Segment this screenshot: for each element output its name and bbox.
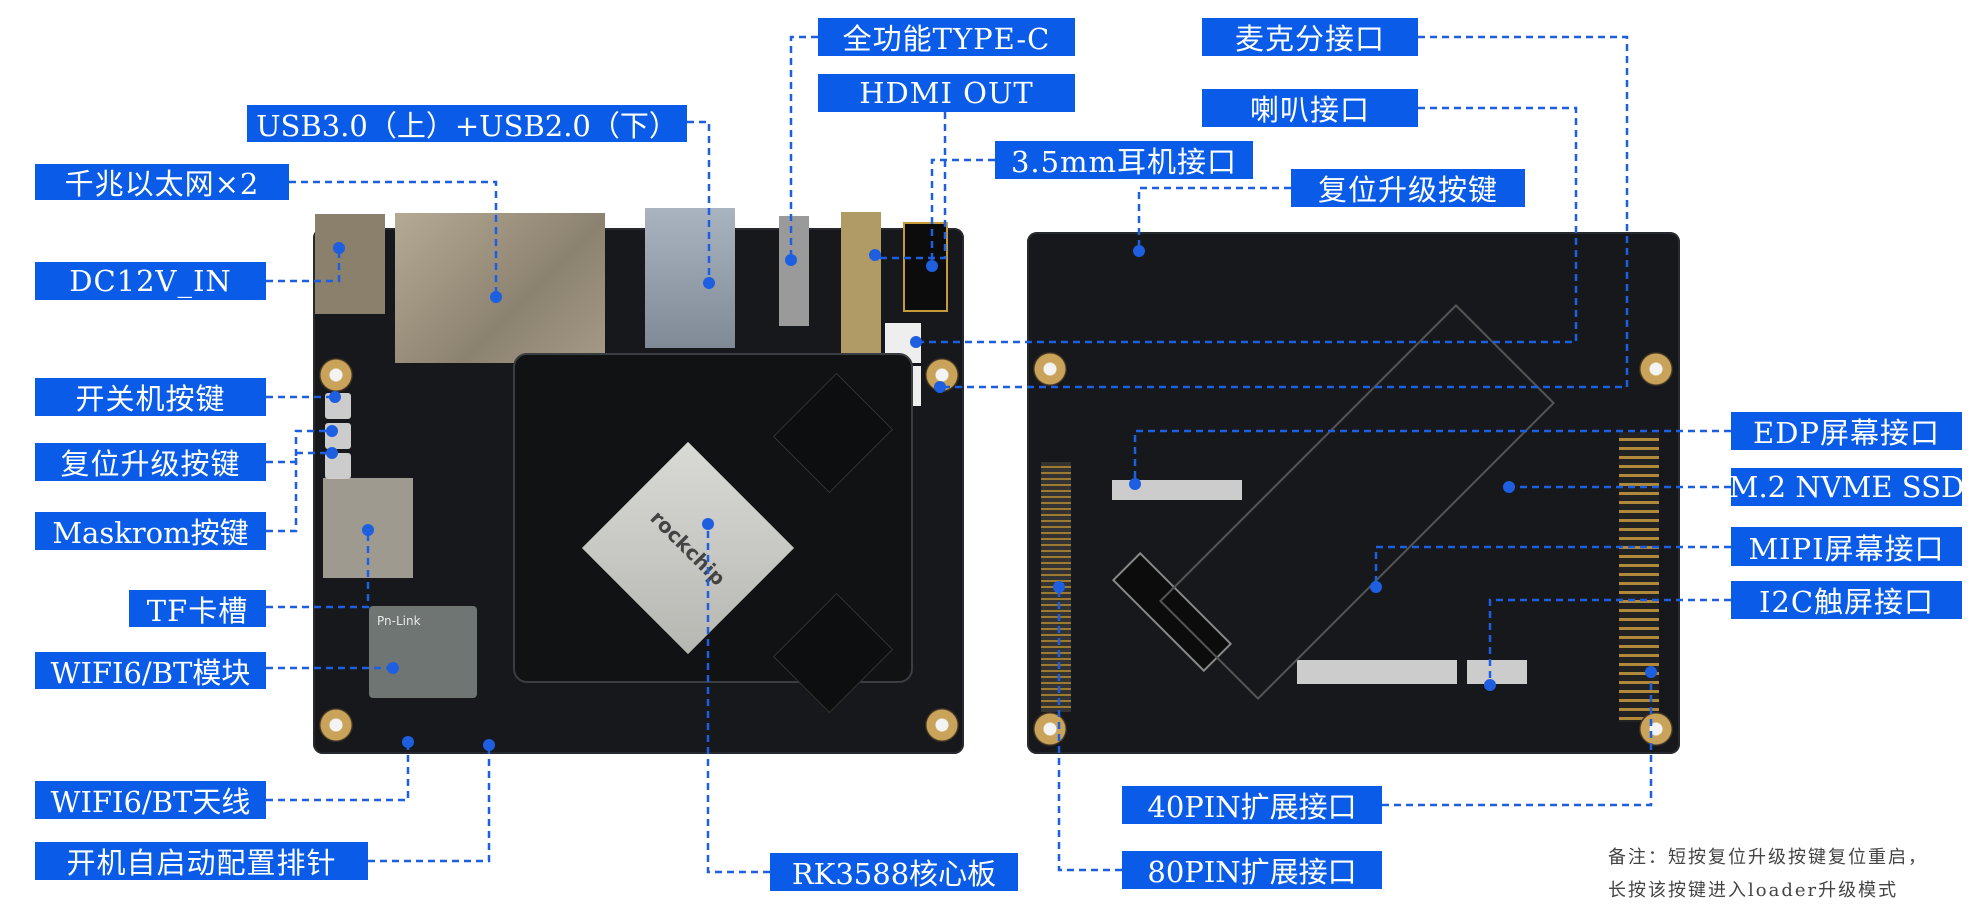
- label-power-key: 开关机按键: [35, 378, 266, 416]
- label-wifi-module: WIFI6/BT模块: [35, 652, 266, 690]
- label-headphone: 3.5mm耳机接口: [995, 141, 1253, 179]
- mount-hole: [925, 708, 959, 742]
- label-reset-left: 复位升级按键: [35, 443, 266, 481]
- mount-hole: [319, 708, 353, 742]
- mipi-connector: [1297, 660, 1457, 684]
- mount-hole: [1033, 712, 1067, 746]
- label-typec: 全功能TYPE-C: [818, 18, 1075, 56]
- label-tf: TF卡槽: [129, 590, 266, 628]
- mount-hole: [1639, 712, 1673, 746]
- typec-port: [779, 216, 809, 326]
- label-wifi-antenna: WIFI6/BT天线: [35, 781, 266, 819]
- mount-hole: [319, 358, 353, 392]
- label-pin40: 40PIN扩展接口: [1122, 786, 1382, 824]
- label-edp: EDP屏幕接口: [1731, 412, 1962, 450]
- board-back: [1027, 232, 1680, 754]
- label-reset-right: 复位升级按键: [1291, 169, 1525, 207]
- label-autostart: 开机自启动配置排针: [35, 842, 368, 880]
- mount-hole: [1033, 352, 1067, 386]
- label-mipi: MIPI屏幕接口: [1731, 527, 1962, 566]
- label-mic: 麦克分接口: [1202, 18, 1418, 56]
- edp-connector: [1112, 480, 1242, 500]
- board-front: Pn-Link rockchip: [313, 208, 964, 754]
- wifi-module: Pn-Link: [369, 606, 477, 698]
- label-hdmi: HDMI OUT: [818, 74, 1075, 112]
- label-maskrom: Maskrom按键: [35, 512, 266, 550]
- dc-jack: [315, 214, 385, 314]
- label-ethernet: 千兆以太网×2: [35, 164, 289, 201]
- label-i2c: I2C触屏接口: [1731, 581, 1962, 619]
- label-core: RK3588核心板: [770, 853, 1018, 891]
- usb-port: [645, 208, 735, 348]
- label-speaker: 喇叭接口: [1202, 89, 1418, 127]
- label-pin80: 80PIN扩展接口: [1122, 851, 1382, 889]
- label-dc-in: DC12V_IN: [35, 262, 266, 300]
- note-line-1: 备注：短按复位升级按键复位重启，: [1608, 847, 1928, 868]
- label-usb: USB3.0（上）+USB2.0（下）: [247, 105, 687, 143]
- module-brand: Pn-Link: [377, 614, 421, 628]
- headphone-jack: [903, 222, 948, 312]
- i2c-connector: [1467, 660, 1527, 684]
- label-m2: M.2 NVME SSD: [1728, 468, 1965, 506]
- mount-hole: [1639, 352, 1673, 386]
- note-line-2: 长按该按键进入loader升级模式: [1608, 880, 1899, 901]
- ethernet-port: [395, 213, 605, 363]
